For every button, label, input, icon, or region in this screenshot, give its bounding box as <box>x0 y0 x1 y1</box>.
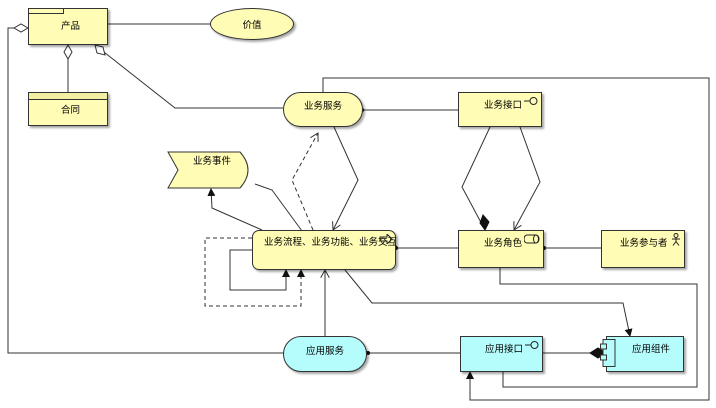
edge-event-process <box>254 183 303 232</box>
value-node[interactable]: 价值 <box>210 8 294 40</box>
edge-product-business-service <box>94 44 283 109</box>
edge-process-event <box>207 188 263 231</box>
lollipop-icon <box>524 97 538 105</box>
composition-diamond-icon <box>479 214 490 231</box>
business-event-label: 业务事件 <box>193 156 232 167</box>
contract-label: 合同 <box>61 105 81 116</box>
edge-process-self-loop <box>229 249 290 291</box>
application-service-node[interactable]: 应用服务 <box>283 336 367 372</box>
edge-interface-role <box>461 126 491 231</box>
product-tab <box>28 8 64 14</box>
product-node[interactable]: 产品 <box>28 8 108 45</box>
product-label: 产品 <box>61 21 81 32</box>
application-service-label: 应用服务 <box>305 346 344 357</box>
edge-process-service-dashed <box>291 133 318 231</box>
edge-process-service <box>333 126 359 230</box>
application-interface-node[interactable]: 应用接口 <box>460 336 543 372</box>
component-icon <box>600 339 616 367</box>
edge-process-component <box>344 269 633 337</box>
cylinder-icon <box>524 234 540 244</box>
business-service-label: 业务服务 <box>303 100 342 112</box>
edge-process-self-loop-dashed <box>204 237 305 307</box>
aggregation-diamond-icon <box>12 23 30 33</box>
edge-product-application-service <box>7 27 285 354</box>
contract-node[interactable]: 合同 <box>28 92 108 126</box>
contract-tab <box>28 92 108 100</box>
business-actor-label: 业务参与者 <box>620 238 668 249</box>
application-component-label: 应用组件 <box>632 344 671 355</box>
aggregation-diamond-icon <box>94 44 106 56</box>
stick-figure-icon <box>672 233 680 246</box>
business-process-label: 业务流程、业务功能、业务交互 <box>264 237 398 248</box>
aggregation-diamond-icon <box>63 43 73 61</box>
business-interface-node[interactable]: 业务接口 <box>458 92 542 127</box>
business-actor-node[interactable]: 业务参与者 <box>601 230 685 268</box>
value-label: 价值 <box>242 20 262 31</box>
business-event-node[interactable] <box>166 150 258 190</box>
lollipop-icon <box>525 341 539 349</box>
edge-service-outer-loop <box>322 77 710 401</box>
application-interface-label: 应用接口 <box>485 344 524 355</box>
business-process-node[interactable]: 业务流程、业务功能、业务交互 <box>252 230 398 270</box>
business-service-node[interactable]: 业务服务 <box>283 92 363 127</box>
arrow-icon <box>379 234 393 244</box>
business-interface-label: 业务接口 <box>484 100 523 111</box>
business-role-label: 业务角色 <box>484 238 523 249</box>
edge-role-component-loop <box>496 261 698 388</box>
application-component-node[interactable]: 应用组件 <box>606 336 684 372</box>
edge-role-interface-realization <box>514 126 541 230</box>
business-role-node[interactable]: 业务角色 <box>458 230 544 268</box>
